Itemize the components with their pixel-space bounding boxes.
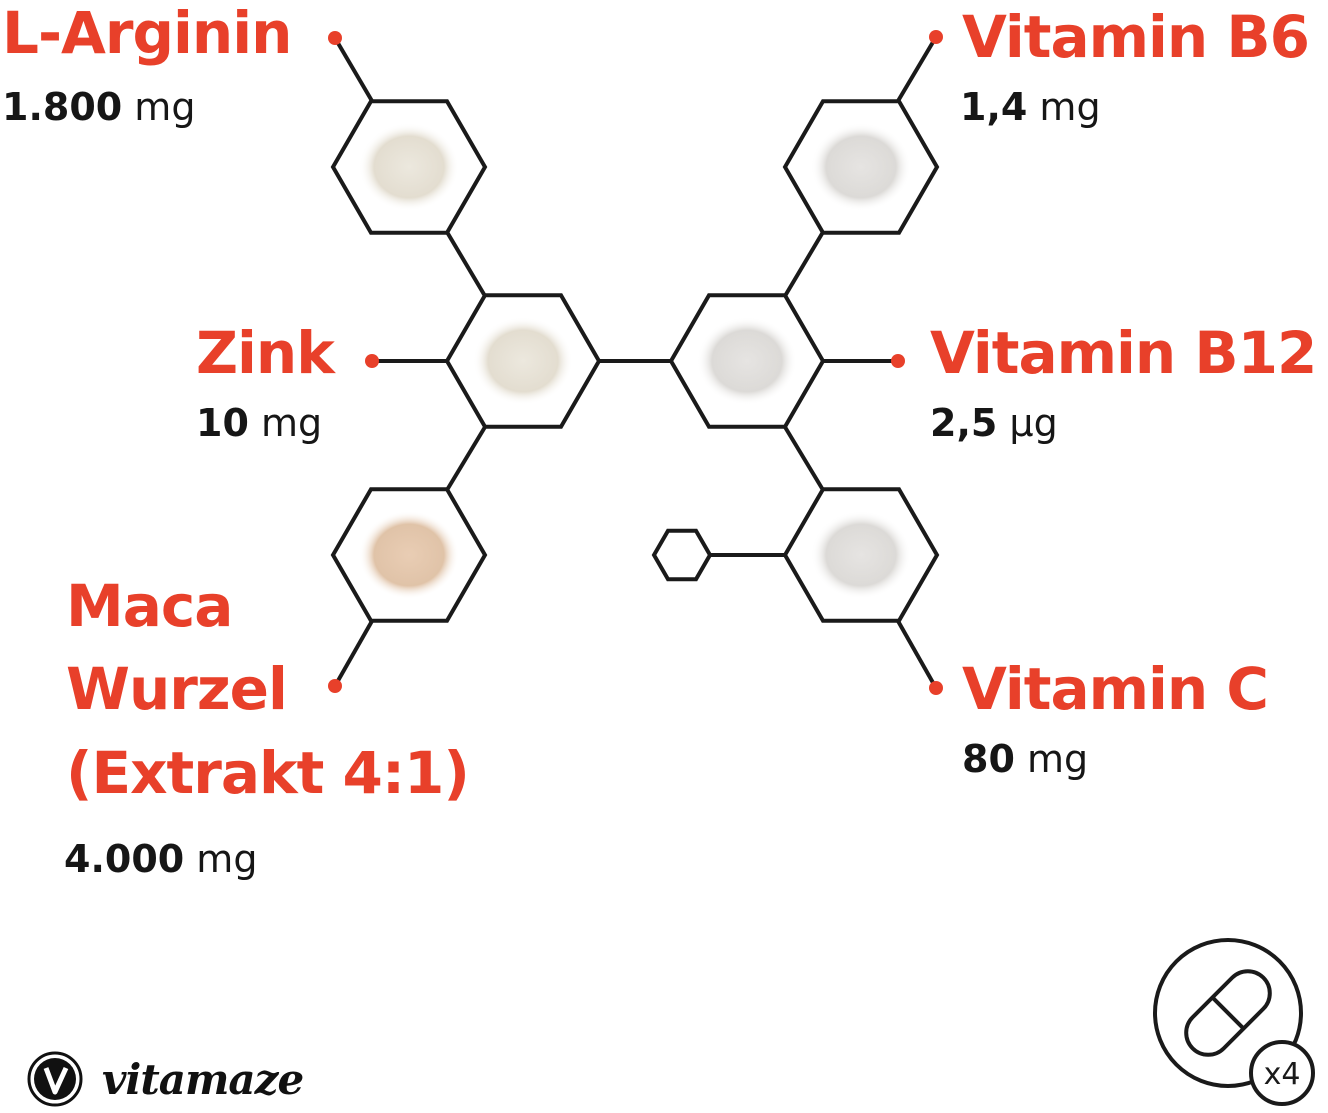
amount-unit: mg — [196, 837, 258, 881]
ingredient-name-vitamin-b6: Vitamin B6 — [962, 3, 1310, 71]
amount-unit: mg — [260, 401, 323, 445]
powder-image — [697, 317, 797, 405]
ingredient-name-vitamin-c: Vitamin C — [962, 655, 1269, 723]
ingredient-amount-vitamin-b6: 1,4 mg — [960, 88, 1101, 126]
capsule-icon — [1184, 969, 1272, 1057]
amount-unit: mg — [134, 85, 196, 129]
amount-unit: mg — [1039, 85, 1101, 129]
ingredient-amount-vitamin-c: 80 mg — [962, 740, 1088, 778]
powder-image — [811, 123, 911, 211]
amount-unit: µg — [1009, 401, 1058, 445]
brand-name: vitamaze — [102, 1054, 304, 1104]
powder-image — [359, 511, 459, 599]
ingredient-amount-vitamin-b12: 2,5 µg — [930, 404, 1058, 442]
hexagon-small — [651, 528, 713, 582]
ingredient-amount-zink: 10 mg — [196, 404, 322, 442]
ingredient-amount-l-arginin: 1.800 mg — [2, 88, 195, 126]
ingredient-name-maca: Maca — [66, 572, 233, 640]
ingredient-name-vitamin-b12: Vitamin B12 — [930, 319, 1317, 387]
powder-image — [811, 511, 911, 599]
amount-value: 4.000 — [64, 837, 185, 881]
amount-value: 1,4 — [960, 85, 1028, 129]
dosage-count: x4 — [1264, 1057, 1301, 1092]
ingredient-name-zink: Zink — [196, 319, 335, 387]
amount-value: 1.800 — [2, 85, 123, 129]
amount-value: 2,5 — [930, 401, 998, 445]
brand-logo-icon — [27, 1051, 83, 1107]
dosage-badge: x4 — [1150, 936, 1328, 1113]
ingredient-name-l-arginin: L-Arginin — [2, 0, 292, 67]
ingredient-amount-maca: 4.000 mg — [64, 840, 257, 878]
amount-unit: mg — [1026, 737, 1089, 781]
amount-value: 80 — [962, 737, 1015, 781]
brand-logo: vitamaze — [26, 1050, 304, 1108]
powder-image — [473, 317, 573, 405]
ingredient-name-maca-line3: (Extrakt 4:1) — [66, 739, 470, 807]
ingredient-name-maca-line2: Wurzel — [66, 655, 288, 723]
powder-image — [359, 123, 459, 211]
amount-value: 10 — [196, 401, 249, 445]
